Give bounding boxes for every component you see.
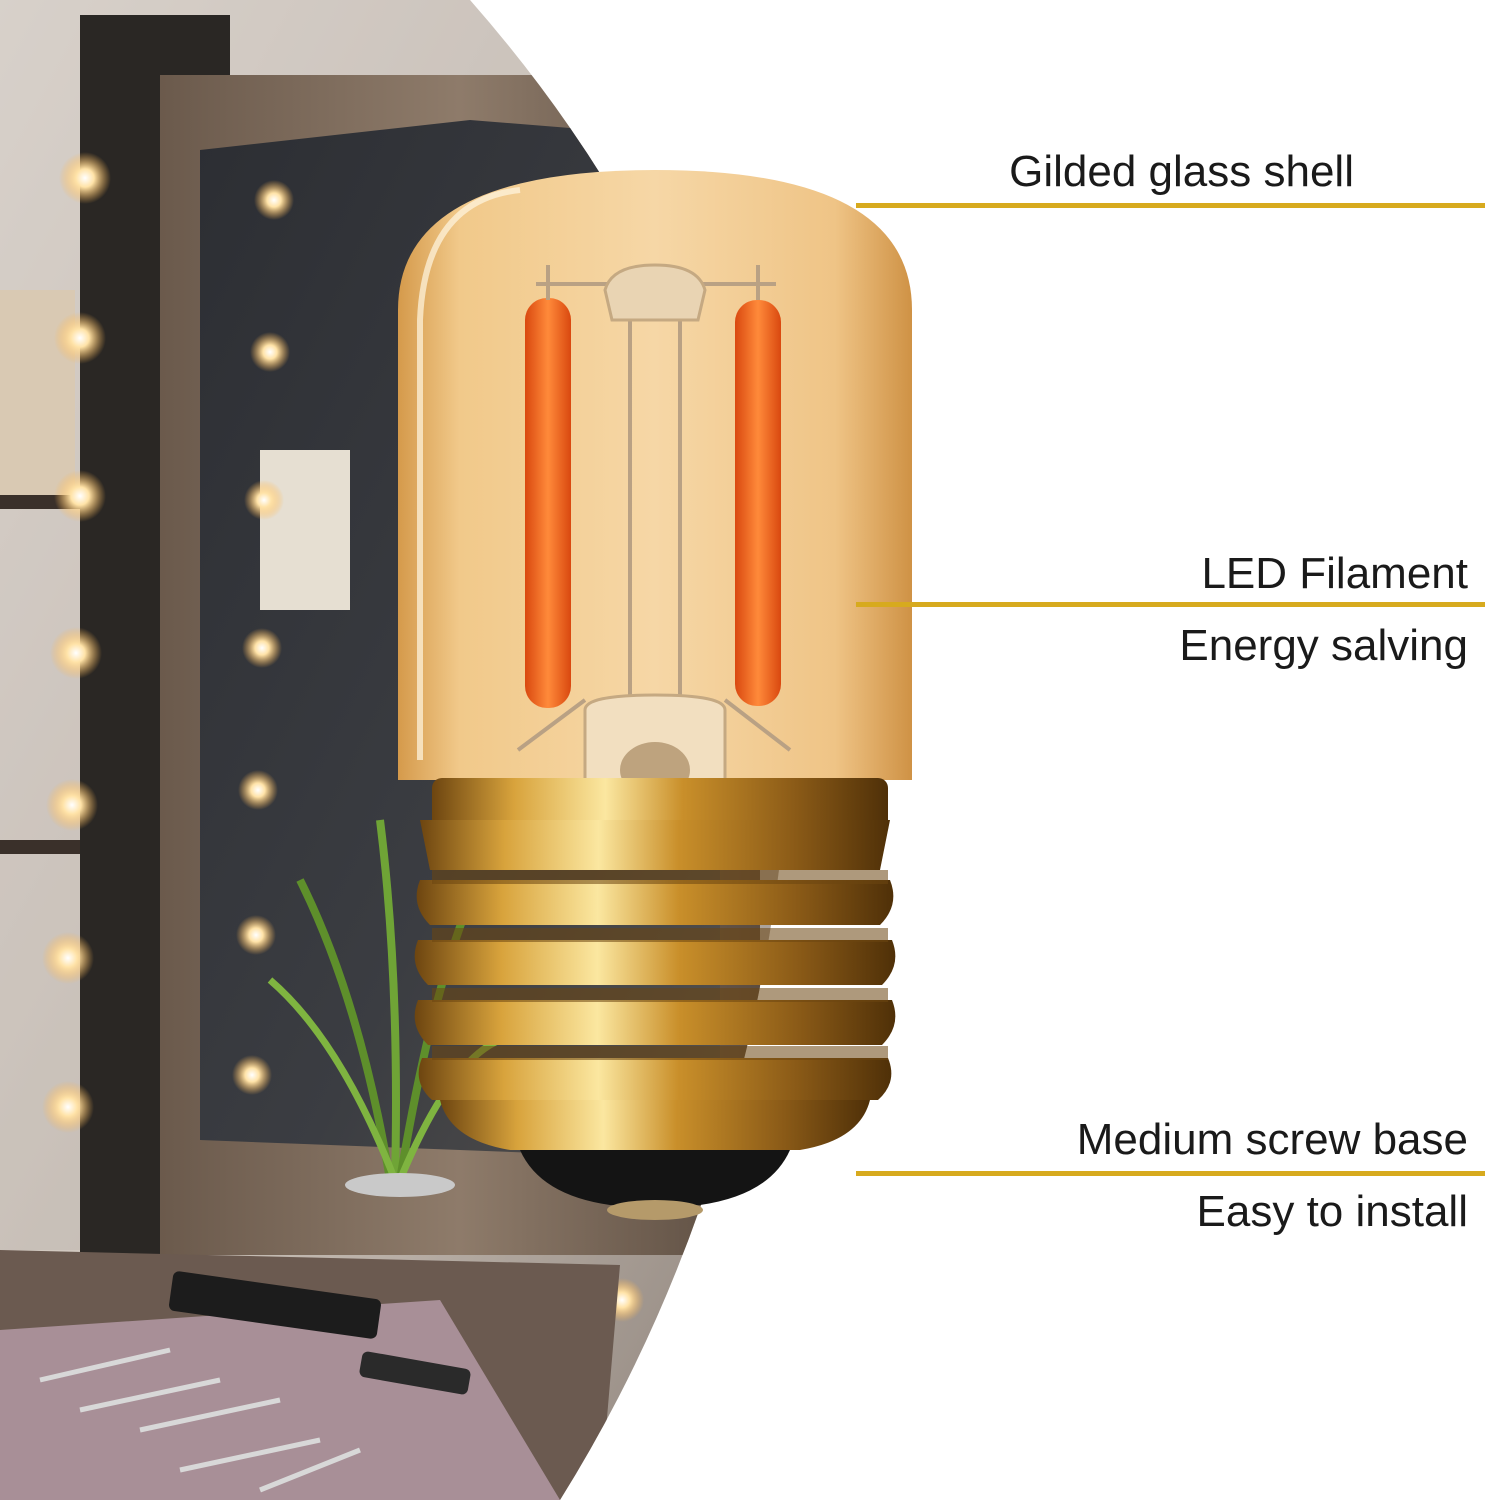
- combs: [169, 1271, 471, 1395]
- callout-filament-title: LED Filament: [1201, 549, 1468, 598]
- bulb-illustration: [398, 170, 912, 1220]
- base-insulator: [520, 1150, 790, 1205]
- callout-glass-title: Gilded glass shell: [1009, 147, 1354, 196]
- plant: [267, 819, 502, 1197]
- led-filament-left: [525, 298, 571, 708]
- callout-base-line: [856, 1171, 1485, 1176]
- callout-base-subtitle: Easy to install: [1196, 1187, 1468, 1236]
- callout-glass-line: [856, 203, 1485, 208]
- screw-base: [414, 778, 896, 1150]
- vanity-bulbs: [42, 152, 644, 1322]
- callout-base-title: Medium screw base: [1076, 1115, 1468, 1164]
- barber-tools: [39, 1347, 361, 1493]
- framed-print: [260, 450, 350, 610]
- glass-shell: [398, 170, 912, 780]
- callout-filament-line: [856, 602, 1485, 607]
- led-filament-right: [735, 300, 781, 706]
- callout-filament-subtitle: Energy salving: [1179, 621, 1468, 670]
